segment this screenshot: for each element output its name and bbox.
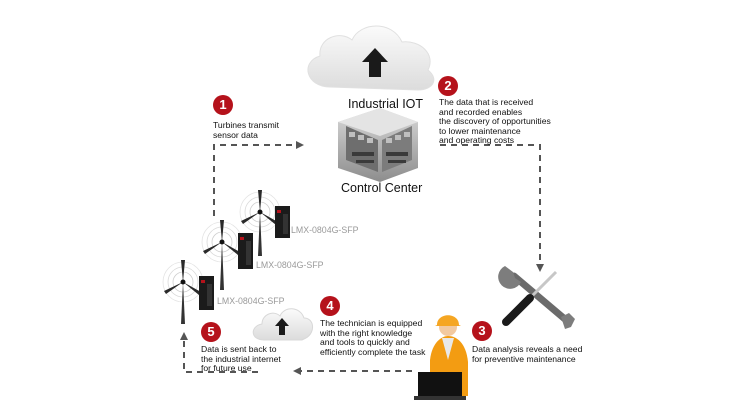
flow-arrows (180, 141, 544, 375)
step-3-badge: 3 (472, 321, 492, 341)
step-3-caption: Data analysis reveals a need for prevent… (472, 344, 583, 364)
switch-bottom (199, 276, 214, 310)
cloud-title: Industrial IOT (348, 97, 424, 111)
device-label-bottom: LMX-0804G-SFP (217, 296, 285, 306)
step-2-caption: The data that is received and recorded e… (439, 97, 551, 146)
arrow-turbines-to-control (213, 141, 304, 216)
arrow-control-to-analysis (440, 144, 544, 272)
step-4-badge: 4 (320, 296, 340, 316)
technician-laptop-icon (414, 315, 468, 400)
step-1-badge: 1 (213, 95, 233, 115)
device-label-top: LMX-0804G-SFP (291, 225, 359, 235)
network-switch-icon (199, 206, 290, 310)
arrow-cloud-to-turbines (180, 332, 258, 373)
cloud-upload-icon (307, 25, 435, 91)
control-center-title: Control Center (341, 181, 423, 195)
step-1-caption: Turbines transmit sensor data (213, 120, 280, 140)
step-2-badge: 2 (438, 76, 458, 96)
switch-middle (238, 233, 253, 269)
turbine-middle (201, 220, 243, 290)
control-center-building-icon (338, 108, 418, 182)
wrench-screwdriver-icon (498, 266, 575, 329)
small-cloud-upload-icon (252, 308, 313, 341)
step-5-badge: 5 (201, 322, 221, 342)
device-label-middle: LMX-0804G-SFP (256, 260, 324, 270)
switch-top (275, 206, 290, 238)
turbine-bottom (162, 260, 204, 324)
step-5-caption: Data is sent back to the industrial inte… (201, 344, 281, 374)
turbine-top (239, 190, 281, 256)
step-4-caption: The technician is equipped with the righ… (320, 318, 426, 357)
